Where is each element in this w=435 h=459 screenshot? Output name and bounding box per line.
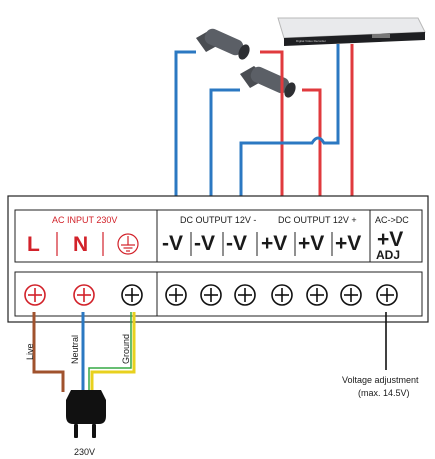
wire-red-cam1 — [260, 50, 284, 196]
camera-2 — [240, 66, 296, 98]
output-plus-v-1: +V — [261, 232, 287, 255]
terminal-live[interactable] — [24, 284, 46, 306]
wire-label-live: Live — [25, 343, 35, 360]
dc-output-plus-label: DC OUTPUT 12V + — [278, 215, 357, 225]
ac-dc-label: AC->DC — [375, 215, 409, 225]
power-plug — [66, 390, 106, 438]
output-plus-v-3: +V — [335, 232, 361, 255]
terminal-neutral[interactable] — [73, 284, 95, 306]
ac-wires — [32, 312, 136, 392]
dc-output-minus-label: DC OUTPUT 12V - — [180, 215, 256, 225]
terminal-dc-plus-1[interactable] — [271, 284, 293, 306]
terminal-dc-plus-2[interactable] — [306, 284, 328, 306]
wire-blue-cam2 — [209, 88, 240, 196]
dc-wires — [174, 44, 354, 196]
terminal-dc-minus-2[interactable] — [200, 284, 222, 306]
output-minus-v-3: -V — [226, 232, 247, 255]
wire-blue-dvr — [239, 44, 340, 196]
terminal-dc-minus-1[interactable] — [165, 284, 187, 306]
output-adj-sub: ADJ — [376, 248, 400, 262]
terminal-voltage-adjust[interactable] — [376, 284, 398, 306]
wire-label-ground: Ground — [121, 334, 131, 364]
ground-icon — [117, 233, 139, 255]
wire-live — [32, 312, 65, 392]
ac-input-label: AC INPUT 230V — [52, 215, 117, 225]
terminal-dc-plus-3[interactable] — [340, 284, 362, 306]
output-minus-v-1: -V — [162, 232, 183, 255]
camera-1 — [196, 28, 250, 60]
dvr-label: Digital Video Recorder — [296, 39, 326, 43]
dvr-display — [372, 34, 390, 38]
terminal-label-l: L — [27, 233, 40, 256]
dvr-recorder: Digital Video Recorder — [277, 17, 426, 46]
output-minus-v-2: -V — [194, 232, 215, 255]
plug-voltage-label: 230V — [74, 447, 95, 457]
output-plus-v-2: +V — [298, 232, 324, 255]
voltage-note-line1: Voltage adjustment — [342, 375, 419, 385]
terminal-ground[interactable] — [121, 284, 143, 306]
terminal-label-n: N — [73, 233, 88, 256]
terminal-dc-minus-3[interactable] — [234, 284, 256, 306]
output-adj-v: +V — [377, 228, 403, 251]
wire-ground — [90, 312, 136, 392]
voltage-note-line2: (max. 14.5V) — [358, 388, 410, 398]
wire-label-neutral: Neutral — [70, 335, 80, 364]
label-strip — [14, 209, 423, 263]
wire-red-cam2 — [302, 88, 322, 196]
terminal-strip — [14, 271, 423, 317]
wire-blue-cam1 — [174, 50, 196, 196]
